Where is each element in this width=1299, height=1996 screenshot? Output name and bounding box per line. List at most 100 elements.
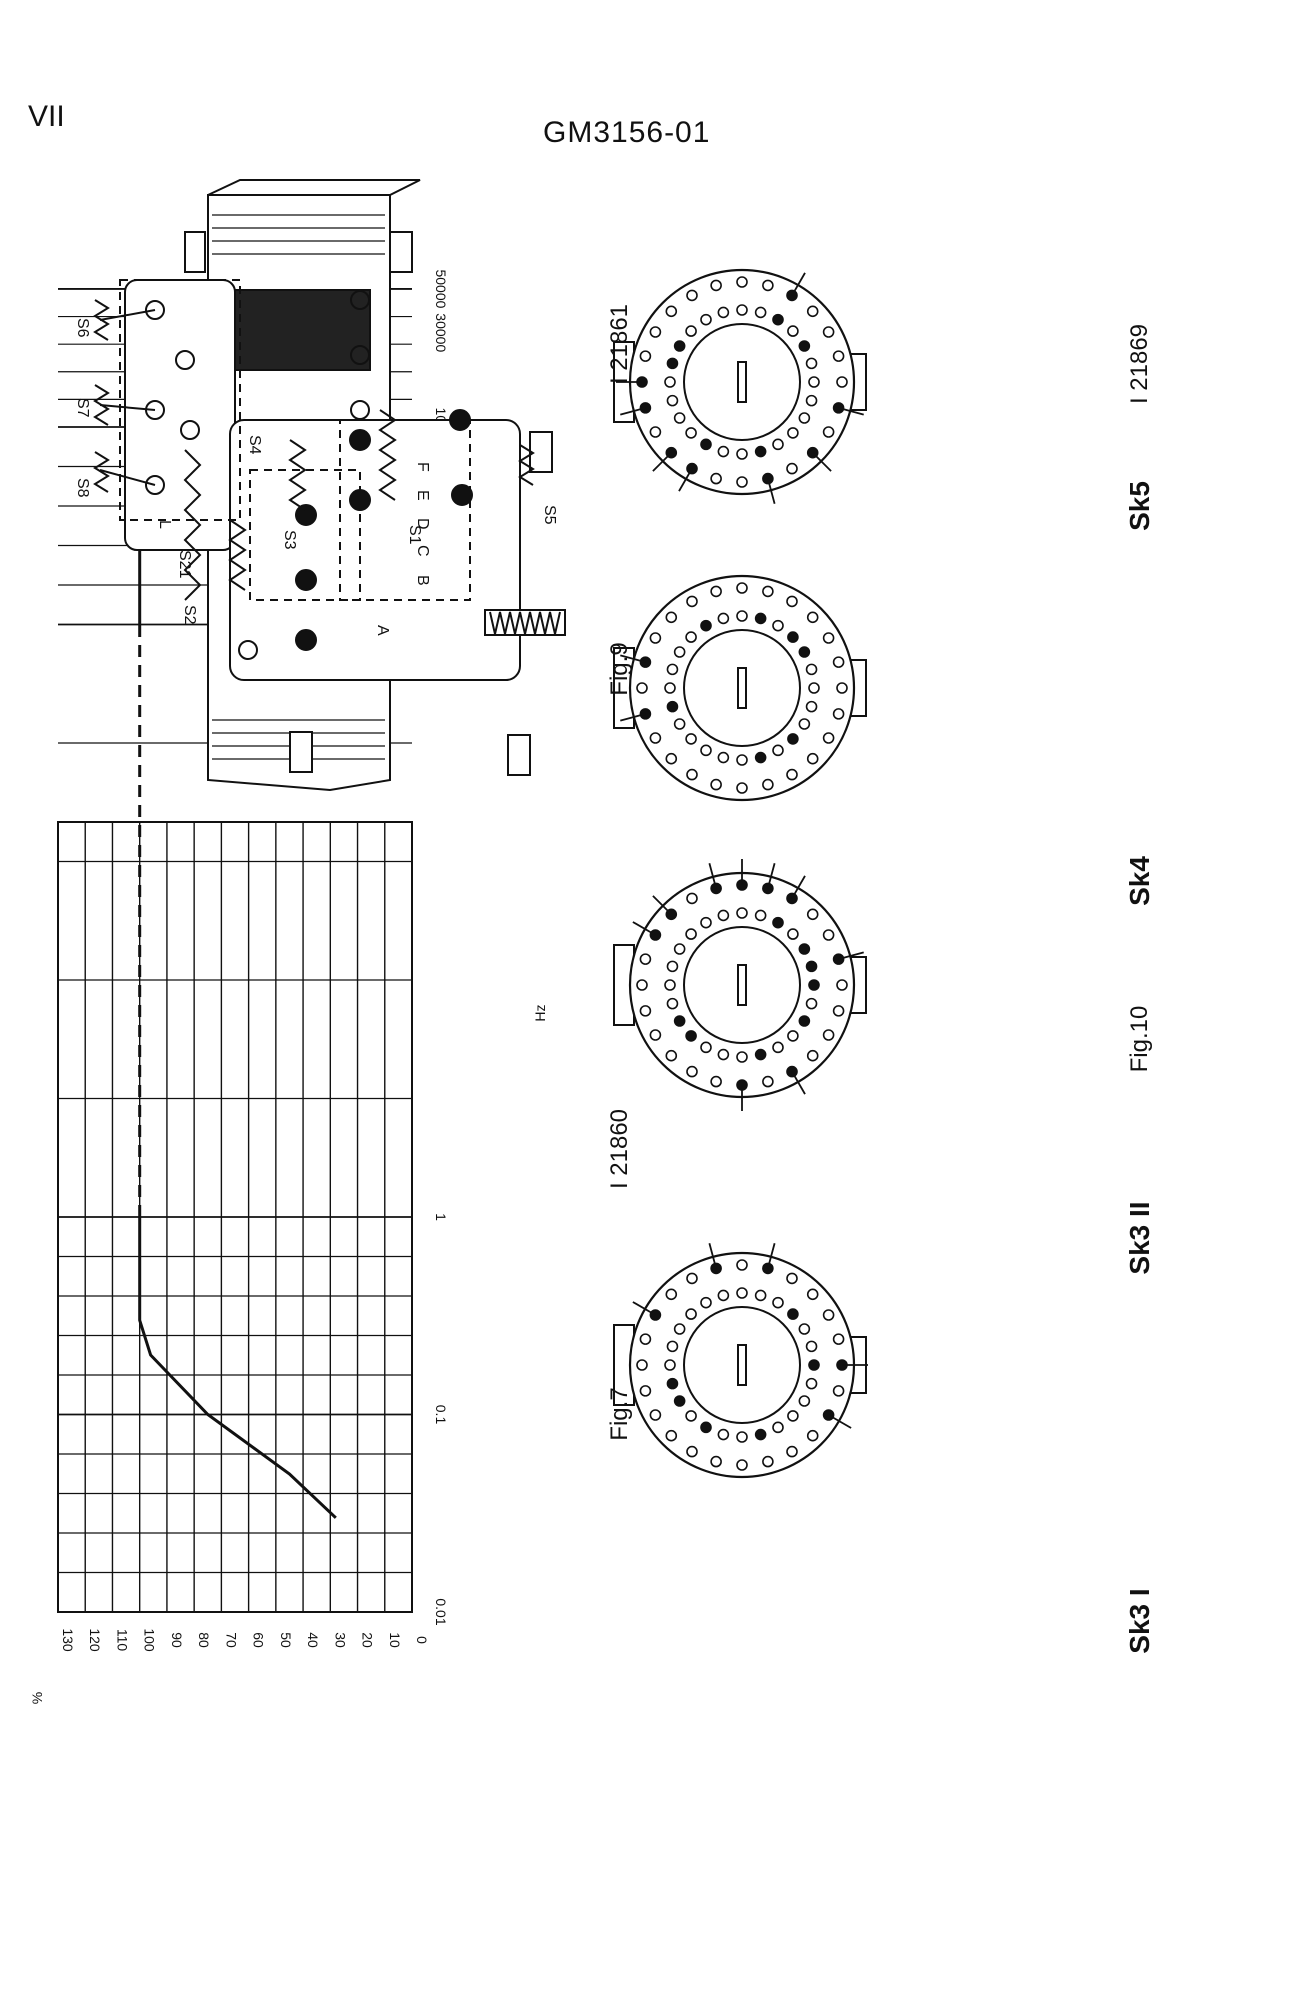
fig7-x-tick-label: 50000: [433, 269, 449, 308]
wafer-contact: [673, 412, 686, 424]
fig9-label-c: C: [414, 545, 431, 557]
wafer-contact: [786, 768, 798, 781]
wafer-contact: [685, 325, 697, 337]
fig9-label-s3: S3: [281, 530, 298, 550]
wafer-contact: [685, 427, 697, 439]
fig7-y-tick-label: 0: [414, 1636, 430, 1644]
document-code: GM3156-01: [543, 116, 711, 149]
fig7-y-tick-label: 100: [142, 1628, 158, 1652]
wafer-contact: [787, 1308, 799, 1320]
wafer-contact: [665, 305, 678, 318]
wafer-contact: [717, 1289, 730, 1302]
wafer-lead: [828, 1414, 852, 1429]
fig7-x-tick-label: 1: [433, 1213, 449, 1221]
wafer-contact: [673, 943, 686, 955]
fig10-caption: Fig.10: [1126, 1005, 1153, 1073]
wafer-contact: [786, 1445, 798, 1458]
wafer-contact: [710, 472, 722, 485]
wafer-contact: [700, 438, 712, 451]
wafer-shaft: [737, 1344, 747, 1386]
wafer-lead: [838, 407, 864, 416]
wafer-contact: [736, 754, 748, 766]
wafer-contact: [717, 1428, 730, 1441]
wafer-lead: [632, 921, 656, 936]
wafer-contact: [754, 1048, 767, 1061]
wafer-contact: [822, 732, 835, 744]
wafer-contact: [673, 646, 686, 658]
wafer-contact: [673, 1323, 686, 1335]
wafer-contact: [665, 752, 678, 765]
wafer-lead: [767, 863, 776, 889]
wafer-contact: [673, 718, 686, 730]
fig9-transformer-drawing: [93, 179, 566, 792]
fig7-y-tick-label: 20: [360, 1632, 376, 1648]
fig7-y-tick-label: 60: [251, 1632, 267, 1648]
wafer-contact: [649, 1409, 662, 1421]
wafer-contact: [736, 276, 748, 288]
wafer-contact: [664, 1359, 676, 1371]
wafer-contact: [717, 909, 730, 922]
fig9-label-b: B: [414, 575, 431, 586]
wafer-contact: [798, 340, 811, 352]
wafer-contact: [673, 1015, 686, 1027]
wafer-contact: [772, 916, 784, 929]
wafer-contact: [639, 1005, 652, 1017]
wafer-contact: [798, 943, 811, 955]
wafer-contact: [822, 929, 835, 941]
wafer-contact: [736, 907, 748, 919]
wafer-shaft: [737, 361, 747, 403]
fig7-caption: Fig.7: [606, 1387, 633, 1441]
wafer-contact: [798, 646, 811, 658]
wafer-contact: [786, 595, 798, 608]
wafer-contact: [686, 892, 698, 905]
wafer-contact: [754, 612, 767, 625]
wafer-lead: [620, 407, 646, 416]
fig9-label-s21: S21: [176, 550, 193, 579]
wafer-contact: [805, 997, 818, 1010]
fig7-y-tick-label: 40: [305, 1632, 321, 1648]
wafer-contact: [686, 289, 698, 302]
wafer-contact: [736, 1431, 748, 1443]
wafer-lead: [620, 713, 646, 722]
wafer-contact: [686, 595, 698, 608]
wafer-contact: [700, 1421, 712, 1434]
wafer-contact: [836, 376, 848, 388]
wafer-contact: [805, 1377, 818, 1390]
wafer-contact: [665, 1288, 678, 1301]
wafer-contact: [736, 448, 748, 460]
wafer-contact: [639, 1385, 652, 1397]
wafer-contact: [736, 304, 748, 316]
switch-wafer-4: [613, 1243, 868, 1479]
wafer-contact: [666, 394, 679, 407]
fig9-caption: Fig.9: [606, 642, 633, 696]
wafer-contact: [700, 744, 712, 757]
fig9-label-s7: S7: [74, 398, 91, 418]
wafer-contact: [822, 426, 835, 438]
wafer-contact: [806, 908, 819, 921]
wafer-contact: [762, 279, 774, 292]
wafer-contact: [710, 1075, 722, 1088]
wafer-contact: [787, 1410, 799, 1422]
wafer-shaft: [737, 667, 747, 709]
wafer-contact: [666, 357, 679, 370]
wafer-contact: [805, 700, 818, 713]
wafer-contact: [736, 1051, 748, 1063]
wafer-contact: [808, 376, 820, 388]
wafer-contact: [736, 782, 748, 794]
fig7-x-tick-label: 30000: [433, 313, 449, 352]
wafer-contact: [772, 619, 784, 632]
wafer-contact: [649, 632, 662, 644]
wafer-contact: [772, 1296, 784, 1309]
wafer-contact: [664, 376, 676, 388]
wafer-contact: [710, 279, 722, 292]
wafer-contact: [685, 733, 697, 745]
wafer-contact: [636, 979, 648, 991]
wafer-contact: [754, 751, 767, 764]
wafer-lead: [632, 1301, 656, 1316]
wafer-contact: [822, 326, 835, 338]
wafer-lead: [678, 468, 693, 492]
wafer-contact: [673, 340, 686, 352]
wafer-contact: [673, 1395, 686, 1407]
wafer-contact: [686, 1272, 698, 1285]
